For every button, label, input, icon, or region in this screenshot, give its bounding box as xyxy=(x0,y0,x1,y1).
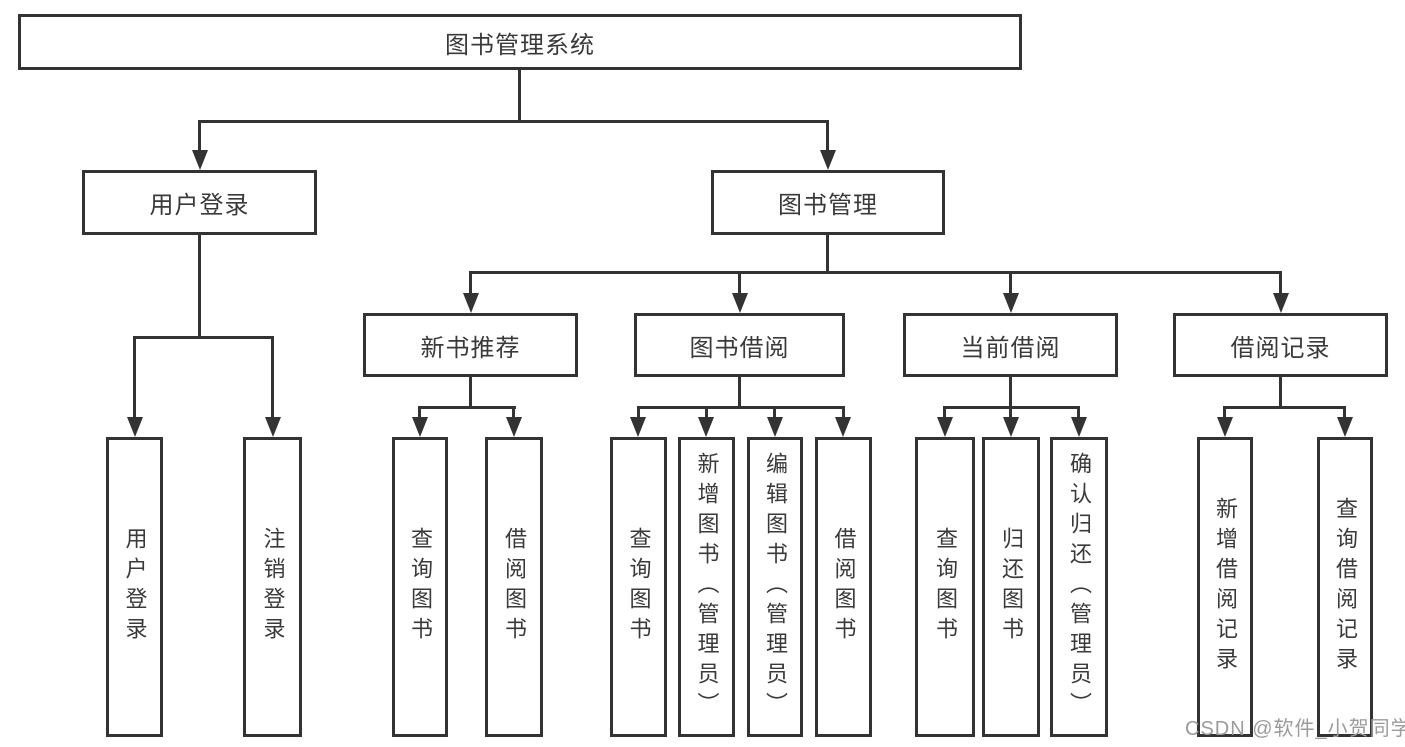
arrow-down xyxy=(698,417,714,437)
connector-stub xyxy=(1223,406,1226,419)
connector-stub xyxy=(1009,271,1012,295)
arrow-down xyxy=(630,417,646,437)
leaf-logout: 注销登录 xyxy=(243,437,302,737)
connector-stub xyxy=(1279,271,1282,295)
arrow-down xyxy=(835,417,851,437)
connector-stub xyxy=(773,406,776,419)
connector-stub xyxy=(198,120,201,152)
connector-stub xyxy=(1009,406,1012,419)
leaf-bb-add-book-admin: 新增图书（管理员） xyxy=(678,437,735,737)
node-borrow-record: 借阅记录 xyxy=(1173,313,1388,377)
arrow-down xyxy=(937,417,953,437)
node-book-borrow: 图书借阅 xyxy=(634,313,845,377)
connector-stub xyxy=(943,406,946,419)
connector-stub xyxy=(133,336,136,419)
connector-userlogin-stem xyxy=(198,235,201,339)
node-book-management: 图书管理 xyxy=(711,170,945,235)
leaf-br-add-record: 新增借阅记录 xyxy=(1197,437,1253,737)
connector-root-branch xyxy=(198,120,829,123)
connector-userlogin-branch xyxy=(133,336,274,339)
connector-stub xyxy=(637,406,640,419)
connector-stub xyxy=(705,406,708,419)
leaf-br-query-record: 查询借阅记录 xyxy=(1317,437,1373,737)
connector-stub xyxy=(1077,406,1080,419)
connector-stub xyxy=(418,406,421,419)
leaf-bb-edit-book-admin: 编辑图书（管理员） xyxy=(747,437,803,737)
connector-bookmgmt-branch xyxy=(469,271,1282,274)
arrow-down xyxy=(1071,417,1087,437)
connector-stub xyxy=(469,271,472,295)
node-current-borrow: 当前借阅 xyxy=(903,313,1118,377)
connector-br-stem xyxy=(1279,377,1282,409)
arrow-down xyxy=(1337,417,1353,437)
arrow-down xyxy=(820,150,836,170)
connector-rec-branch xyxy=(418,406,516,409)
connector-rec-stem xyxy=(469,377,472,409)
arrow-down xyxy=(1217,417,1233,437)
node-root-system: 图书管理系统 xyxy=(18,14,1022,70)
connector-root-stem xyxy=(518,70,521,122)
arrow-down xyxy=(767,417,783,437)
connector-bb-stem xyxy=(738,377,741,409)
connector-stub xyxy=(738,271,741,295)
arrow-down xyxy=(1273,293,1289,313)
leaf-cb-return-book: 归还图书 xyxy=(982,437,1040,737)
node-user-login: 用户登录 xyxy=(82,170,317,235)
connector-bb-branch xyxy=(637,406,845,409)
arrow-down xyxy=(506,417,522,437)
arrow-down xyxy=(127,417,143,437)
leaf-rec-borrow-book: 借阅图书 xyxy=(485,437,543,737)
leaf-cb-query-book: 查询图书 xyxy=(915,437,975,737)
arrow-down xyxy=(1003,293,1019,313)
arrow-down xyxy=(192,150,208,170)
connector-stub xyxy=(842,406,845,419)
arrow-down xyxy=(265,417,281,437)
leaf-bb-query-book: 查询图书 xyxy=(610,437,667,737)
arrow-down xyxy=(412,417,428,437)
connector-bookmgmt-stem xyxy=(826,235,829,274)
arrow-down xyxy=(732,293,748,313)
leaf-cb-confirm-return-admin: 确认归还（管理员） xyxy=(1050,437,1108,737)
connector-stub xyxy=(512,406,515,419)
connector-cb-stem xyxy=(1009,377,1012,409)
csdn-watermark: CSDN @软件_小贺同学 xyxy=(1185,718,1405,740)
connector-br-branch xyxy=(1223,406,1346,409)
connector-stub xyxy=(1343,406,1346,419)
leaf-user-login: 用户登录 xyxy=(106,437,163,737)
connector-stub xyxy=(271,336,274,419)
connector-stub xyxy=(826,120,829,152)
node-new-book-recommend: 新书推荐 xyxy=(363,313,578,377)
arrow-down xyxy=(463,293,479,313)
leaf-rec-query-book: 查询图书 xyxy=(392,437,448,737)
arrow-down xyxy=(1003,417,1019,437)
leaf-bb-borrow-book: 借阅图书 xyxy=(815,437,872,737)
